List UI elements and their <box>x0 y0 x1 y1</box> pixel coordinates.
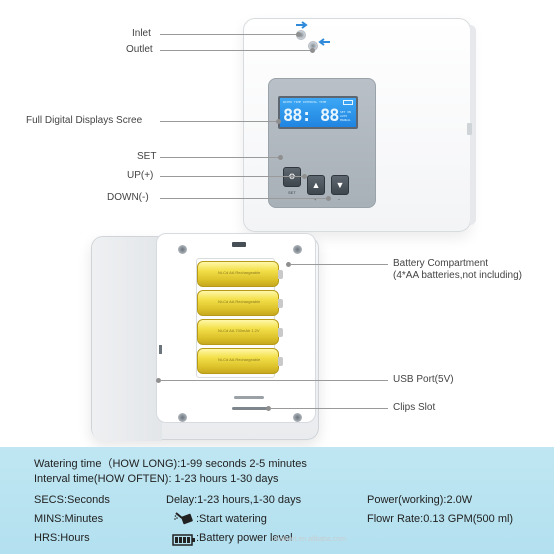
screw <box>293 413 302 422</box>
callout-usb: USB Port(5V) <box>393 374 454 385</box>
spec-band <box>0 447 554 554</box>
battery-compartment: Ni-Cd AA Rechargeable Ni-Cd AA Rechargea… <box>196 258 283 378</box>
down-button[interactable]: ▼ <box>331 175 349 195</box>
leader-dot <box>296 32 301 37</box>
set-button[interactable]: ⚙ <box>283 167 301 187</box>
spec-battery-level: :Battery power level <box>196 532 293 544</box>
callout-down: DOWN(-) <box>107 192 149 203</box>
leader-dot <box>310 48 315 53</box>
down-button-mark: − <box>338 197 341 202</box>
screw <box>293 245 302 254</box>
device-side-edge <box>470 25 476 225</box>
usb-port <box>159 345 162 354</box>
spec-interval-time: Interval time(HOW OFTEN): 1-23 hours 1-3… <box>34 473 279 485</box>
callout-clips: Clips Slot <box>393 402 436 413</box>
battery: Ni-Cd AA Rechargeable <box>197 261 283 287</box>
callout-outlet: Outlet <box>126 44 153 55</box>
lcd-display: WATER TIME INTERVAL TIME 88: 88 SET ON A… <box>278 96 358 129</box>
brand-watermark: chalkart.en.alibaba.com <box>272 536 346 543</box>
leader-dot <box>156 378 161 383</box>
control-panel: WATER TIME INTERVAL TIME 88: 88 SET ON A… <box>268 78 376 208</box>
leader-line <box>160 176 304 177</box>
leader-dot <box>286 262 291 267</box>
leader-line <box>290 264 388 265</box>
spec-delay: Delay:1-23 hours,1-30 days <box>166 494 302 506</box>
spec-watering-time: Watering time（HOW LONG):1-99 seconds 2-5… <box>34 458 307 470</box>
leader-line <box>160 50 312 51</box>
leader-line <box>160 157 280 158</box>
lcd-digits-right: 88 <box>320 106 340 126</box>
leader-dot <box>326 196 331 201</box>
spec-secs: SECS:Seconds <box>34 494 110 506</box>
callout-display: Full Digital Displays Scree <box>26 115 143 126</box>
screw <box>178 413 187 422</box>
leader-dot <box>302 174 307 179</box>
timer-device-back: Ni-Cd AA Rechargeable Ni-Cd AA Rechargea… <box>91 233 319 441</box>
battery: Ni-Cd AA Rechargeable <box>197 290 283 316</box>
set-button-label: SET <box>288 190 296 195</box>
callout-battery: Battery Compartment <box>393 258 489 269</box>
clips-slot <box>232 407 268 410</box>
leader-line <box>160 380 388 381</box>
leader-line <box>270 408 388 409</box>
battery: Ni-Cd AA 700mAh 1.2V <box>197 319 283 345</box>
leader-dot <box>278 155 283 160</box>
spec-power: Power(working):2.0W <box>367 494 473 506</box>
arrow-out-icon <box>316 38 330 46</box>
screw <box>178 245 187 254</box>
spec-start-watering: :Start watering <box>196 513 267 525</box>
leader-line <box>160 198 328 199</box>
lcd-battery-icon <box>343 100 353 105</box>
callout-inlet: Inlet <box>132 28 151 39</box>
spec-mins: MINS:Minutes <box>34 513 104 525</box>
leader-dot <box>266 406 271 411</box>
watering-can-icon <box>174 509 196 525</box>
callout-up: UP(+) <box>127 170 154 181</box>
timer-device-front: WATER TIME INTERVAL TIME 88: 88 SET ON A… <box>243 18 476 232</box>
lcd-side-text: SET ON AUTO MANUAL <box>340 110 351 122</box>
side-slot <box>467 123 472 135</box>
spec-flow-rate: Flowr Rate:0.13 GPM(500 ml) <box>367 513 514 525</box>
callout-set: SET <box>137 151 157 162</box>
device-left-edge <box>92 237 162 441</box>
top-notch <box>232 242 246 247</box>
up-button-mark: + <box>314 197 317 202</box>
battery-level-icon <box>172 533 196 546</box>
leader-line <box>160 34 298 35</box>
lcd-header: WATER TIME INTERVAL TIME <box>283 100 327 104</box>
callout-battery-note: (4*AA batteries,not including) <box>393 270 522 281</box>
battery: Ni-Cd AA Rechargeable <box>197 348 283 374</box>
leader-line <box>160 121 278 122</box>
spec-hrs: HRS:Hours <box>34 532 90 544</box>
clips-slot-upper <box>234 396 264 399</box>
up-button[interactable]: ▲ <box>307 175 325 195</box>
leader-dot <box>276 119 281 124</box>
arrow-in-icon <box>296 21 310 29</box>
lcd-digits-left: 88: <box>283 106 312 126</box>
